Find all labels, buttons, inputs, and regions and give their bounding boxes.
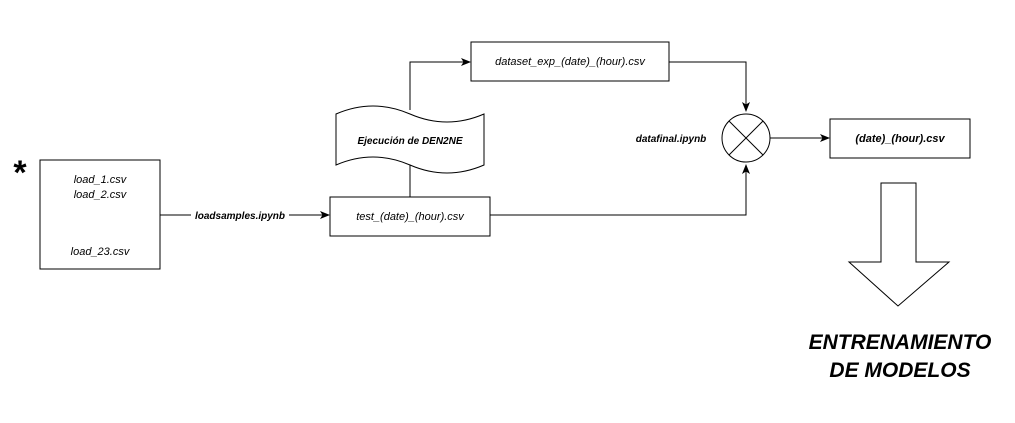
training-label-line1: ENTRENAMIENTO [809,331,992,354]
edge-test-to-merge [490,164,750,216]
source-files-node[interactable]: load_1.csv load_2.csv load_23.csv [39,159,161,270]
execution-tape-label: Ejecución de DEN2NE [357,136,462,147]
merge-label: datafinal.ipynb [636,134,707,145]
source-file-23: load_23.csv [71,246,131,258]
source-file-2: load_2.csv [74,189,128,201]
source-file-1: load_1.csv [74,174,128,186]
execution-tape-node[interactable]: Ejecución de DEN2NE [335,105,485,174]
merge-junction-node[interactable] [721,113,771,163]
edge-label-loadsamples: loadsamples.ipynb [195,211,285,222]
edge-execution-to-dataset [409,58,471,110]
training-label-line2: DE MODELOS [829,359,970,382]
asterisk-mark: * [13,154,27,192]
dataset-csv-label: dataset_exp_(date)_(hour).csv [495,56,646,68]
result-csv-node[interactable]: (date)_(hour).csv [829,118,971,159]
edge-dataset-to-merge [669,61,750,112]
test-csv-label: test_(date)_(hour).csv [356,211,465,223]
test-csv-node[interactable]: test_(date)_(hour).csv [329,196,491,237]
down-arrow-shape [847,182,951,307]
result-csv-label: (date)_(hour).csv [855,133,945,145]
dataset-csv-node[interactable]: dataset_exp_(date)_(hour).csv [470,41,670,82]
